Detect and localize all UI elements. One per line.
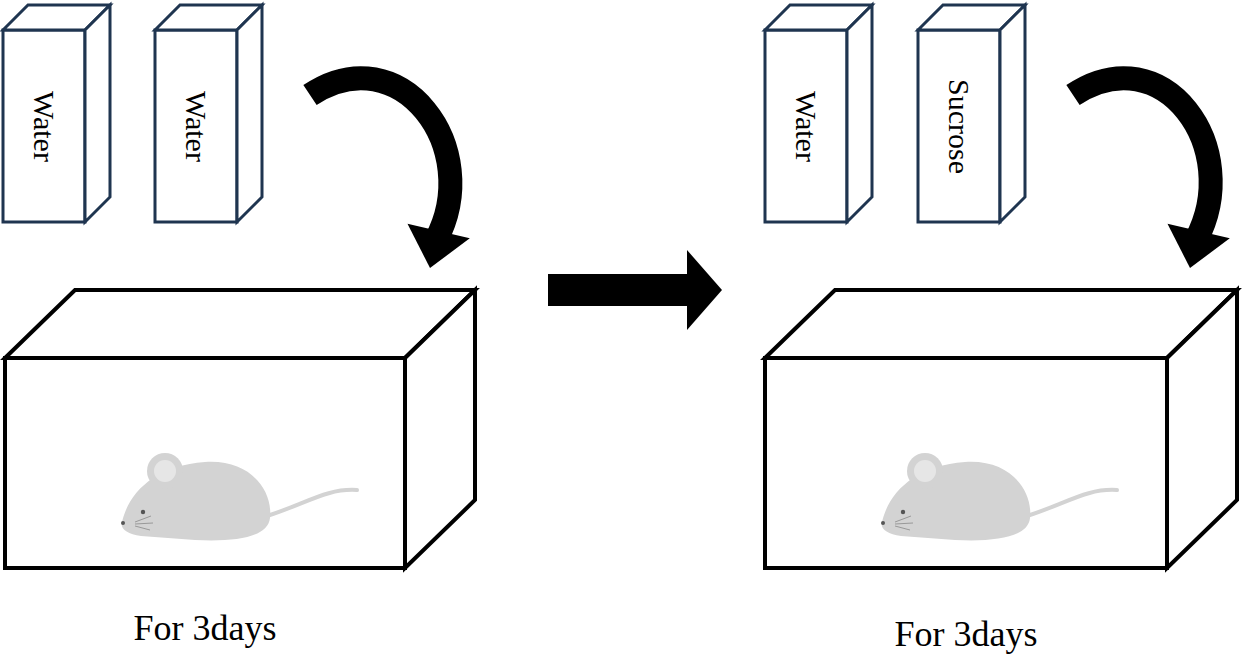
mouse-illustration [881,453,1117,540]
curved-arrow-shaft [1073,78,1211,240]
bottle-face [1000,5,1025,222]
bottle-face [3,30,85,222]
duration-label: For 3days [765,612,1167,656]
mouse-eye [901,510,905,514]
mouse-tail [1027,490,1117,516]
bottle-face [765,30,847,222]
cage-face [405,290,475,568]
mouse-whiskers [895,516,913,530]
mouse-whiskers [135,516,153,530]
bottle-face [155,30,237,222]
bottle-face [847,5,872,222]
cage-face [1167,290,1237,568]
mouse-nose [881,521,885,525]
arrow-connector [310,78,470,268]
mouse-body [882,462,1031,541]
bottle-box: Water [155,5,262,222]
curved-arrow-shaft [310,78,450,240]
cage-box: For 3days [5,290,475,568]
cage-face [765,290,1237,358]
cage-box: For 3days [765,290,1237,568]
arrow-connector [1073,78,1230,268]
mouse-ear-inner [914,460,936,482]
mouse-eye [141,510,145,514]
cage-face [5,358,405,568]
cage-outline [5,290,475,568]
cage-outline [765,290,1237,568]
mouse-tail [267,490,357,516]
bottle-label: Water [155,30,237,222]
cage-face [5,290,475,358]
bottle-label: Water [765,30,847,222]
arrow-head [687,250,722,330]
duration-label: For 3days [5,606,405,650]
bottle-box: Sucrose [918,5,1025,222]
mouse-nose [121,521,125,525]
bottle-box: Water [3,5,110,222]
bottle-face [918,30,1000,222]
bottle-label: Water [3,30,85,222]
mouse-illustration [121,453,357,540]
arrow-head [1167,224,1229,268]
arrow-head [407,224,469,268]
bottle-face [85,5,110,222]
bottle-box: Water [765,5,872,222]
mouse-ear [147,453,183,489]
bottle-label: Sucrose [918,30,1000,222]
bottle-face [237,5,262,222]
arrow-shaft [548,274,688,306]
mouse-ear [907,453,943,489]
cage-face [765,358,1167,568]
mouse-ear-inner [154,460,176,482]
mouse-body [122,462,271,541]
arrow-connector [548,250,722,330]
